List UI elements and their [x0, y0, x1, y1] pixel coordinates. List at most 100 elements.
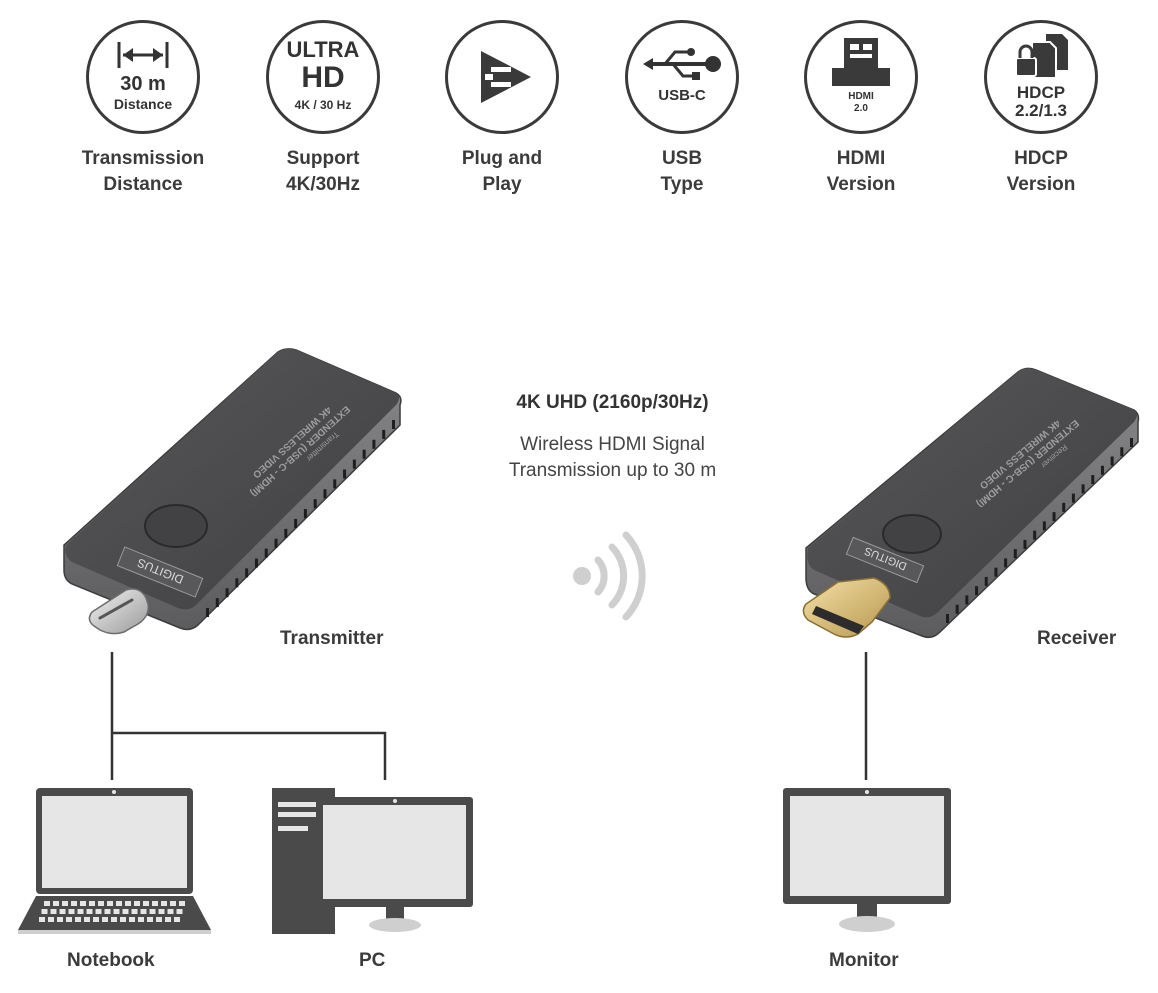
keyboard-key [102, 917, 108, 922]
power-button [144, 504, 208, 548]
caption-line: 4K/30Hz [286, 174, 360, 195]
vent-slot [1100, 465, 1104, 475]
keyboard-key [149, 909, 156, 914]
keyboard-key [165, 917, 171, 922]
vent-slot [1110, 456, 1114, 466]
usb-c-plug [88, 588, 150, 635]
resolution-text: 4K / 30 Hz [294, 98, 352, 112]
vent-slot [294, 518, 298, 528]
feature-caption: USB Type [597, 146, 767, 198]
keyboard-key [75, 917, 81, 922]
vent-slot [1091, 475, 1095, 485]
feature-plug-and-play: Plug and Play [417, 20, 587, 198]
hdmi-plug [802, 577, 891, 638]
vent-slot [984, 576, 988, 586]
caption-line: HDCP [1014, 148, 1068, 169]
keyboard-key [138, 917, 144, 922]
vent-slot [225, 588, 229, 598]
signal-description: Wireless HDMI Signal Transmission up to … [440, 432, 785, 484]
power-button [882, 514, 942, 554]
keyboard-key [161, 901, 167, 906]
wireless-signal-icon [573, 531, 646, 621]
keyboard-key [170, 901, 176, 906]
caption-line: Transmission [81, 148, 205, 169]
feature-caption: Transmission Distance [58, 146, 228, 198]
vent-slot [946, 614, 949, 623]
keyboard-key [143, 901, 149, 906]
keyboard-key [129, 917, 135, 922]
lock-documents-icon: HDCP 2.2/1.3 [984, 20, 1098, 134]
caption-line: Play [482, 174, 522, 195]
feature-usb-type: USB-C USB Type [597, 20, 767, 198]
distance-value: 30 m [120, 72, 166, 95]
keyboard-key [156, 917, 162, 922]
keyboard-key [89, 901, 95, 906]
keyboard-key [66, 917, 72, 922]
vent-slot [1130, 438, 1133, 447]
receiver-device: DIGITUS 4K WIRELESS VIDEO EXTENDER (USB-… [802, 367, 1140, 639]
vent-slot [1081, 484, 1085, 494]
vent-slot [284, 528, 288, 538]
vent-slot [955, 604, 959, 614]
keyboard-key [98, 901, 104, 906]
keyboard-key [95, 909, 102, 914]
vent-slot [1004, 558, 1008, 568]
vent-slot [965, 595, 969, 605]
keyboard [39, 901, 185, 922]
pc-label: PC [359, 950, 386, 971]
vent-slot [1042, 521, 1046, 531]
keyboard-key [174, 917, 180, 922]
vent-slot [372, 439, 376, 449]
keyboard-key [104, 909, 111, 914]
monitor-label: Monitor [829, 950, 899, 971]
keyboard-key [59, 909, 66, 914]
caption-line: USB [661, 148, 703, 169]
vent-slot [303, 509, 307, 519]
vent-slot [362, 449, 366, 459]
keyboard-key [39, 917, 45, 922]
caption-line: Type [660, 174, 704, 195]
keyboard-key [93, 917, 99, 922]
vent-slot [215, 598, 219, 608]
vent-slot [1071, 493, 1075, 503]
vent-slot [235, 578, 239, 588]
caption-line: Version [1006, 174, 1076, 195]
vent-slot [254, 558, 258, 568]
caption-line: HDMI [836, 148, 886, 169]
hdmi-version-text: 2.0 [854, 103, 868, 114]
feature-hdcp-version: HDCP 2.2/1.3 HDCP Version [956, 20, 1126, 198]
keyboard-key [176, 909, 183, 914]
keyboard-key [41, 909, 48, 914]
hdcp-text: HDCP [1016, 82, 1066, 102]
keyboard-key [77, 909, 84, 914]
keyboard-key [48, 917, 54, 922]
vent-slot [343, 469, 347, 479]
pc-icon [272, 788, 473, 934]
signal-line2: Transmission up to 30 m [508, 460, 717, 481]
feature-transmission-distance: 30 m Distance Transmission Distance [58, 20, 228, 198]
keyboard-key [44, 901, 50, 906]
notebook-label: Notebook [67, 950, 155, 971]
keyboard-key [147, 917, 153, 922]
keyboard-key [107, 901, 113, 906]
vent-slot [392, 420, 395, 429]
vent-slot [1062, 502, 1066, 512]
vent-slot [1023, 539, 1027, 549]
vent-slot [206, 608, 209, 617]
keyboard-key [113, 909, 120, 914]
vent-slot [994, 567, 998, 577]
usb-c-text: USB-C [658, 86, 706, 104]
signal-line1: Wireless HDMI Signal [520, 434, 705, 455]
connection-lines [110, 652, 868, 780]
notebook-icon [18, 788, 211, 934]
vent-slot [1013, 549, 1017, 559]
transmitter-label: Transmitter [280, 628, 384, 649]
feature-4k: ULTRA HD 4K / 30 Hz Support 4K/30Hz [238, 20, 408, 198]
distance-word: Distance [113, 95, 173, 112]
keyboard-key [116, 901, 122, 906]
keyboard-key [131, 909, 138, 914]
transmitter-device: DIGITUS 4K WIRELESS VIDEO EXTENDER (USB-… [63, 348, 402, 635]
vent-slot [1120, 447, 1124, 457]
keyboard-key [71, 901, 77, 906]
